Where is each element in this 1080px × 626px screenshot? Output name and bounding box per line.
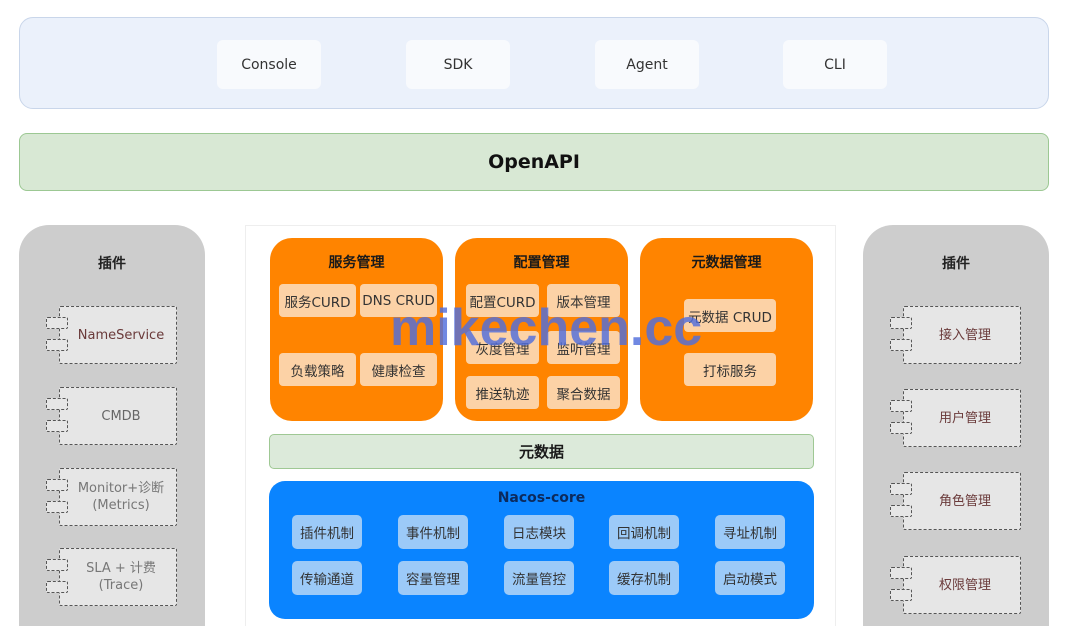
plugin-cmdb: CMDB	[46, 387, 177, 445]
core-chip-flow-control: 流量管控	[504, 561, 574, 595]
clients-layer: Console SDK Agent CLI	[19, 17, 1049, 109]
nacos-core-title: Nacos-core	[497, 490, 586, 506]
plugin-label: SLA + 计费 (Trace)	[86, 561, 156, 593]
plugin-panel-title: 插件	[942, 256, 970, 272]
component-nub-icon	[890, 483, 912, 495]
core-chip-capacity: 容量管理	[398, 561, 468, 595]
plugin-label: 用户管理	[938, 410, 991, 426]
nacos-server-container: 服务管理 服务CURD DNS CRUD 负载策略 健康检查 配置管理 配置CU…	[245, 225, 836, 626]
component-nub-icon	[46, 479, 68, 491]
left-plugin-panel: 插件 NameService CMDB Monitor+诊断 (Metrics)…	[19, 225, 205, 626]
client-console[interactable]: Console	[217, 40, 321, 89]
client-sdk[interactable]: SDK	[406, 40, 510, 89]
plugin-label: 权限管理	[938, 577, 991, 593]
service-mgmt-title: 服务管理	[328, 255, 385, 271]
client-agent[interactable]: Agent	[595, 40, 699, 89]
plugin-label: NameService	[77, 327, 165, 343]
plugin-panel-title: 插件	[98, 256, 126, 272]
component-nub-icon	[890, 589, 912, 601]
component-nub-icon	[890, 317, 912, 329]
chip-health-check: 健康检查	[360, 353, 437, 386]
component-nub-icon	[46, 581, 68, 593]
plugin-access-mgmt: 接入管理	[890, 306, 1021, 364]
plugin-nameservice: NameService	[46, 306, 177, 364]
plugin-permission-mgmt: 权限管理	[890, 556, 1021, 614]
chip-service-curd: 服务CURD	[279, 284, 356, 317]
nacos-core-block: Nacos-core 插件机制 事件机制 日志模块 回调机制 寻址机制 传输通道…	[269, 481, 814, 619]
core-chip-event: 事件机制	[398, 515, 468, 549]
component-nub-icon	[46, 420, 68, 432]
core-chip-transport: 传输通道	[292, 561, 362, 595]
component-nub-icon	[890, 505, 912, 517]
core-chip-startup-mode: 启动模式	[715, 561, 785, 595]
core-chip-plugin: 插件机制	[292, 515, 362, 549]
component-nub-icon	[890, 400, 912, 412]
plugin-label: Monitor+诊断 (Metrics)	[77, 481, 165, 513]
chip-gray-mgmt: 灰度管理	[466, 331, 539, 364]
component-nub-icon	[890, 422, 912, 434]
component-nub-icon	[890, 567, 912, 579]
right-plugin-panel: 插件 接入管理 用户管理 角色管理 权限管理	[863, 225, 1049, 626]
metadata-mgmt-block: 元数据管理 元数据 CRUD 打标服务	[640, 238, 813, 421]
component-nub-icon	[890, 339, 912, 351]
chip-listener-mgmt: 监听管理	[547, 331, 620, 364]
client-cli[interactable]: CLI	[783, 40, 887, 89]
component-nub-icon	[46, 501, 68, 513]
core-chip-log: 日志模块	[504, 515, 574, 549]
chip-metadata-crud: 元数据 CRUD	[684, 299, 776, 332]
plugin-user-mgmt: 用户管理	[890, 389, 1021, 447]
plugin-label: CMDB	[101, 408, 141, 424]
chip-config-curd: 配置CURD	[466, 284, 539, 317]
openapi-layer: OpenAPI	[19, 133, 1049, 191]
chip-tagging-service: 打标服务	[684, 353, 776, 386]
metadata-mgmt-title: 元数据管理	[691, 255, 762, 271]
chip-aggregate-data: 聚合数据	[547, 376, 620, 409]
plugin-role-mgmt: 角色管理	[890, 472, 1021, 530]
core-chip-cache: 缓存机制	[609, 561, 679, 595]
plugin-label: 角色管理	[938, 493, 991, 509]
component-nub-icon	[46, 398, 68, 410]
component-nub-icon	[46, 559, 68, 571]
core-chip-callback: 回调机制	[609, 515, 679, 549]
service-mgmt-block: 服务管理 服务CURD DNS CRUD 负载策略 健康检查	[270, 238, 443, 421]
component-nub-icon	[46, 317, 68, 329]
component-nub-icon	[46, 339, 68, 351]
plugin-monitor: Monitor+诊断 (Metrics)	[46, 468, 177, 526]
config-mgmt-title: 配置管理	[513, 255, 570, 271]
plugin-label: 接入管理	[938, 327, 991, 343]
chip-dns-crud: DNS CRUD	[360, 284, 437, 317]
chip-load-strategy: 负载策略	[279, 353, 356, 386]
chip-push-trace: 推送轨迹	[466, 376, 539, 409]
chip-version-mgmt: 版本管理	[547, 284, 620, 317]
config-mgmt-block: 配置管理 配置CURD 版本管理 灰度管理 监听管理 推送轨迹 聚合数据	[455, 238, 628, 421]
core-chip-addressing: 寻址机制	[715, 515, 785, 549]
plugin-sla: SLA + 计费 (Trace)	[46, 548, 177, 606]
metadata-layer: 元数据	[269, 434, 814, 469]
